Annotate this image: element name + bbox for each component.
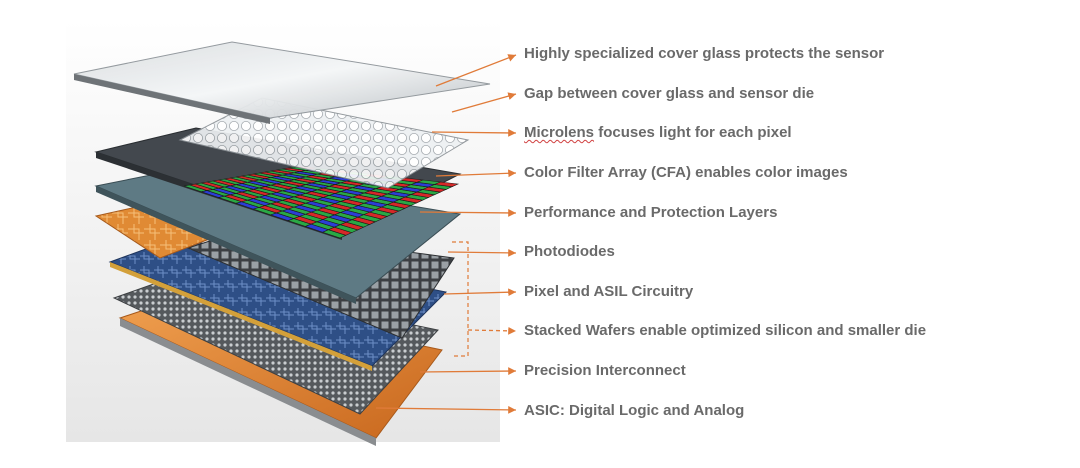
- label-cfa: Color Filter Array (CFA) enables color i…: [524, 164, 848, 181]
- pixel-asil-gold-edge: [110, 262, 372, 371]
- label-cover-glass: Highly specialized cover glass protects …: [524, 45, 885, 62]
- label-microlens: Microlens focuses light for each pixel: [524, 124, 792, 142]
- label-interconnect: Precision Interconnect: [524, 362, 686, 379]
- label-microlens-rest: focuses light for each pixel: [594, 124, 792, 141]
- arrow-photodiodes: [447, 248, 517, 257]
- label-pixel-asil: Pixel and ASIL Circuitry: [524, 283, 694, 300]
- arrow-interconnect: [419, 367, 517, 375]
- label-microlens-term: Microlens: [524, 124, 595, 141]
- arrow-cover-glass: [435, 54, 517, 87]
- performance-layer-side: [96, 186, 356, 304]
- arrow-asic: [375, 405, 517, 414]
- arrow-gap: [451, 92, 517, 113]
- label-stacked-wafers: Stacked Wafers enable optimized silicon …: [524, 322, 927, 339]
- label-photodiodes: Photodiodes: [524, 243, 615, 260]
- label-performance: Performance and Protection Layers: [524, 204, 778, 221]
- arrow-pixel-asil: [443, 288, 517, 297]
- arrow-cfa: [435, 169, 517, 178]
- label-gap: Gap between cover glass and sensor die: [524, 85, 815, 102]
- cover-glass-edge: [74, 74, 270, 124]
- stacked-wafers-bracket: [452, 241, 469, 357]
- callout-arrows: [375, 54, 517, 414]
- cfa-cell: [433, 181, 460, 188]
- arrow-microlens: [431, 129, 517, 137]
- label-asic: ASIC: Digital Logic and Analog: [524, 402, 745, 419]
- arrow-performance: [419, 209, 517, 217]
- arrow-stacked: [467, 326, 517, 335]
- asic-layer-side: [120, 318, 376, 446]
